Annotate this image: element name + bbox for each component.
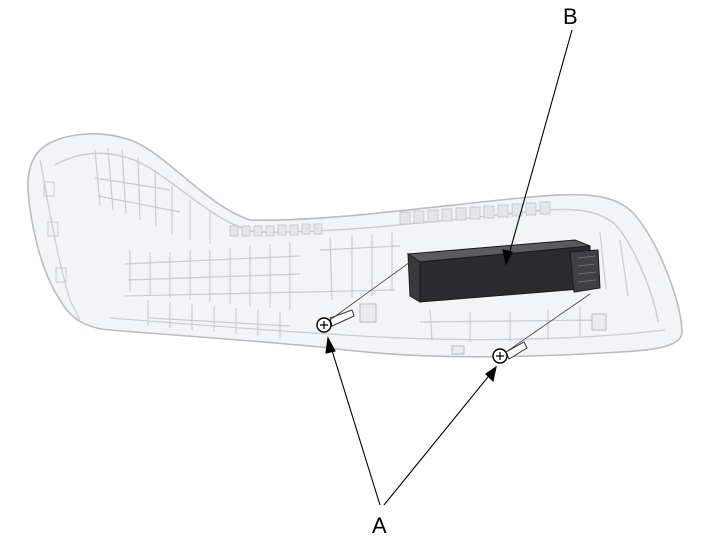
control-module-front-face (407, 253, 421, 303)
phillips-screw-icon (316, 309, 355, 333)
trim-panel-clips (359, 303, 607, 355)
trim-panel-bottom-lip (109, 317, 666, 341)
leader-arrowhead-b (502, 249, 513, 266)
leader-line-b (507, 29, 573, 259)
leader-line-a-left (329, 343, 381, 506)
control-module (406, 239, 601, 303)
trim-panel (27, 133, 683, 358)
screw-guide-line (505, 293, 591, 353)
trim-panel-inner-rim (54, 152, 659, 323)
control-module-connector-ridges (577, 255, 597, 283)
leader-line-a-right (383, 371, 493, 506)
callout-label-b: B (563, 4, 578, 29)
trim-panel-shell (27, 133, 683, 358)
trim-panel-left-flange (39, 159, 81, 321)
left-tab-1 (43, 181, 55, 197)
trim-panel-upper-grid (229, 201, 551, 237)
screw-guide-line (329, 261, 411, 321)
leader-arrowhead-a-right (485, 365, 497, 383)
left-tab-2 (47, 221, 59, 237)
leader-lines (325, 29, 573, 506)
phillips-screw-icon (492, 341, 528, 364)
trim-panel-horizontal-ribs (94, 177, 601, 327)
left-tab-3 (55, 267, 67, 283)
callout-label-a: A (372, 513, 387, 538)
leader-arrowhead-a-left (325, 336, 336, 354)
control-module-connector (569, 249, 601, 293)
